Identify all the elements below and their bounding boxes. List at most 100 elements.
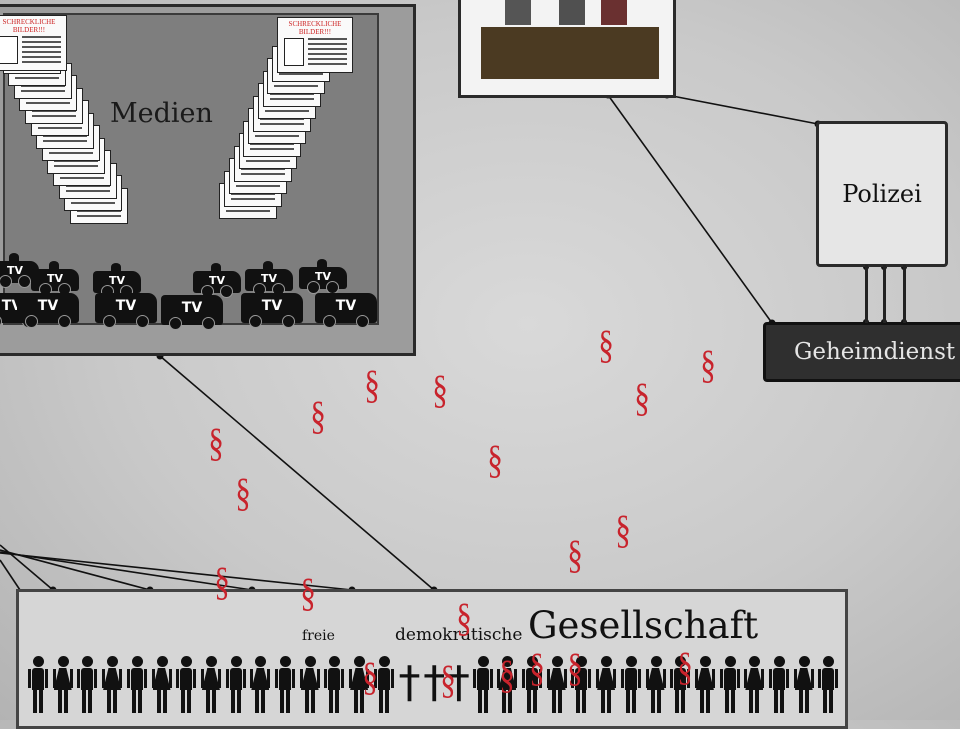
person-leg bbox=[527, 689, 531, 713]
person-head bbox=[205, 656, 217, 667]
newspaper-photo bbox=[284, 38, 304, 66]
newspaper-headline: SCHRECKLICHE BILDER!!! bbox=[288, 20, 342, 36]
person-body bbox=[152, 668, 171, 690]
person-arm bbox=[324, 669, 328, 688]
person-head bbox=[378, 656, 390, 667]
person-leg bbox=[483, 689, 488, 713]
tv-van-icon: TV bbox=[161, 295, 223, 330]
paragraph-symbol: § bbox=[598, 322, 614, 367]
person-body bbox=[745, 668, 764, 690]
judge-figure bbox=[601, 0, 627, 25]
person-head bbox=[280, 656, 291, 667]
person-arm bbox=[77, 669, 81, 688]
person-leg bbox=[57, 689, 62, 713]
person-leg bbox=[749, 689, 754, 713]
tv-van-icon: TV bbox=[241, 293, 303, 328]
police-link-pipe bbox=[865, 265, 868, 323]
tv-van-icon: TV bbox=[31, 269, 79, 296]
person-head bbox=[625, 656, 637, 667]
person-body bbox=[251, 668, 270, 690]
person-arm bbox=[687, 669, 691, 688]
person-body bbox=[723, 668, 736, 690]
person-leg bbox=[533, 689, 537, 713]
person-leg bbox=[625, 689, 630, 713]
person-body bbox=[300, 668, 319, 690]
person-leg bbox=[755, 689, 760, 713]
person-head bbox=[57, 656, 69, 667]
secret-service-box: Geheimdienst bbox=[763, 322, 960, 382]
person-arm bbox=[373, 669, 377, 688]
person-icon bbox=[52, 656, 73, 714]
paragraph-symbol: § bbox=[456, 595, 472, 640]
paragraph-symbol: § bbox=[567, 645, 583, 690]
person-body bbox=[695, 668, 714, 690]
paragraph-symbol: § bbox=[700, 342, 716, 387]
person-arm bbox=[694, 669, 698, 688]
person-arm bbox=[143, 669, 147, 688]
person-leg bbox=[261, 689, 266, 713]
paragraph-symbol: § bbox=[208, 420, 224, 465]
person-icon bbox=[571, 656, 592, 714]
newspaper-photo bbox=[0, 36, 18, 64]
person-arm bbox=[242, 669, 246, 688]
person-arm bbox=[810, 669, 814, 688]
person-head bbox=[107, 656, 119, 667]
court-box bbox=[458, 0, 676, 98]
person-arm bbox=[349, 669, 353, 688]
person-head bbox=[477, 656, 489, 667]
paragraph-symbol: § bbox=[440, 657, 456, 702]
satellite-dish-icon bbox=[263, 261, 273, 269]
person-icon bbox=[126, 656, 147, 714]
person-leg bbox=[39, 689, 43, 713]
court-bench-icon bbox=[481, 27, 659, 79]
cross-icon: † bbox=[423, 657, 446, 708]
paragraph-symbol: § bbox=[567, 532, 583, 577]
person-arm bbox=[126, 669, 130, 688]
satellite-dish-icon bbox=[111, 263, 121, 271]
person-leg bbox=[211, 689, 216, 713]
society-label: Gesellschaft bbox=[528, 604, 759, 647]
person-icon bbox=[670, 656, 691, 714]
police-label: Polizei bbox=[842, 180, 922, 208]
person-icon bbox=[620, 656, 641, 714]
person-icon bbox=[744, 656, 765, 714]
person-body bbox=[526, 668, 538, 690]
person-arm bbox=[292, 669, 295, 688]
person-leg bbox=[650, 689, 655, 713]
person-leg bbox=[699, 689, 704, 713]
person-leg bbox=[304, 689, 309, 713]
paragraph-symbol: § bbox=[634, 375, 650, 420]
satellite-dish-icon bbox=[211, 263, 221, 271]
person-arm bbox=[168, 669, 172, 688]
cross-icon: † bbox=[447, 657, 470, 708]
paragraph-symbol: § bbox=[529, 645, 545, 690]
paragraph-symbol: § bbox=[364, 362, 380, 407]
person-body bbox=[498, 668, 517, 690]
person-body bbox=[773, 668, 785, 690]
person-head bbox=[304, 656, 316, 667]
person-icon bbox=[645, 656, 666, 714]
judge-figure bbox=[559, 0, 585, 25]
paragraph-symbol: § bbox=[499, 652, 515, 697]
paragraph-symbol: § bbox=[677, 644, 693, 689]
person-head bbox=[576, 656, 588, 667]
person-arm bbox=[670, 669, 674, 688]
person-arm bbox=[366, 669, 370, 688]
person-head bbox=[699, 656, 711, 667]
person-arm bbox=[769, 669, 772, 688]
person-body bbox=[32, 668, 44, 690]
paragraph-symbol: § bbox=[615, 507, 631, 552]
person-head bbox=[156, 656, 168, 667]
person-arm bbox=[522, 669, 525, 688]
person-icon bbox=[596, 656, 617, 714]
person-head bbox=[551, 656, 563, 667]
person-arm bbox=[744, 669, 748, 688]
person-arm bbox=[786, 669, 789, 688]
person-icon bbox=[28, 656, 48, 714]
person-leg bbox=[607, 689, 612, 713]
person-icon bbox=[176, 656, 197, 714]
person-arm bbox=[52, 669, 56, 688]
media-panel: SCHRECKLICHE BILDER!!! SCHRECKLICHE BILD… bbox=[0, 13, 379, 330]
tv-van-icon: TV bbox=[93, 271, 141, 298]
person-body bbox=[130, 668, 143, 690]
